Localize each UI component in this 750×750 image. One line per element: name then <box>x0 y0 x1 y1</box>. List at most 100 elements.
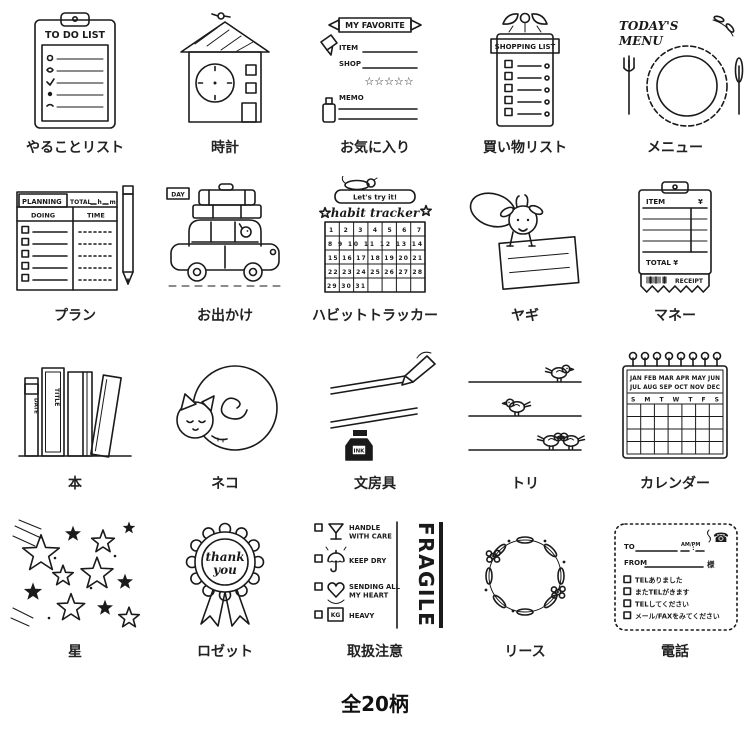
handle-text: HANDLE <box>349 524 381 532</box>
with-care-text: WITH CARE <box>349 533 392 541</box>
spine-date-text: DATE <box>33 398 39 414</box>
my-heart-text: MY HEART <box>349 592 389 600</box>
habit-week2-text: 8 9 10 11 12 13 14 <box>328 241 422 248</box>
habit-week3-text: 15 16 17 18 19 20 21 <box>328 255 422 262</box>
shopping-list-illustration: SHOPPING LIST <box>490 12 560 127</box>
star-rating-text: ☆☆☆☆☆ <box>364 75 413 88</box>
months-bottom-text: JUL AUG SEP OCT NOV DEC <box>629 385 720 391</box>
phone-memo2-text: またTELがきます <box>635 588 690 597</box>
ink-label-text: INK <box>354 449 366 455</box>
knife-icon <box>734 57 744 115</box>
favorite-illustration: MY FAVORITE ITEM SHOP ☆☆☆☆☆ MEMO <box>320 17 422 123</box>
star-icon <box>21 533 61 571</box>
keep-dry-text: KEEP DRY <box>349 557 386 565</box>
stamp-cell-cat: ネコ <box>150 342 300 510</box>
stationery-illustration: INK <box>330 351 436 461</box>
doing-text: DOING <box>31 212 55 220</box>
wreath-illustration <box>484 536 566 616</box>
stamp-cell-todo-list: TO DO LIST やることリスト <box>0 6 150 174</box>
phone-icon: ☎ <box>713 531 729 546</box>
rosette-illustration: thank you <box>185 522 265 627</box>
stamp-cell-bird: トリ <box>450 342 600 510</box>
bird-illustration <box>468 364 586 451</box>
weekdays-text: S M T W T F S <box>631 397 719 404</box>
star-icon <box>90 529 116 553</box>
stamp-grid: TO DO LIST やることリスト <box>0 6 750 678</box>
goat-icon <box>469 192 580 291</box>
todo-list-illustration: TO DO LIST <box>34 12 116 129</box>
colon-text: : <box>692 544 695 552</box>
heart-hands-icon <box>327 582 345 604</box>
from-text: FROM <box>624 559 647 567</box>
total-patterns-label: 全20柄 <box>341 692 409 716</box>
stamp-label: 電話 <box>661 644 689 660</box>
star-icon <box>56 592 86 621</box>
handling-caution-illustration: HANDLE WITH CARE KEEP DRY SENDING ALL <box>314 521 443 629</box>
you-text: you <box>212 563 237 577</box>
todo-title-text: TO DO LIST <box>45 30 106 41</box>
kg-text: KG <box>331 612 341 619</box>
star-icon <box>319 207 331 218</box>
herb-sprig-icon <box>712 15 735 37</box>
money-total-text: TOTAL ¥ <box>646 259 678 267</box>
books-icon: DATE TITLE <box>18 367 132 458</box>
phone-illustration: ☎ TO AM/PM : FROM 様 TELありました またTELがきます T… <box>614 523 738 631</box>
hour-text: h <box>98 199 102 206</box>
stamp-cell-goat: ヤギ <box>450 174 600 342</box>
stamp-label: ハビットトラッカー <box>312 308 438 324</box>
habit-week4-text: 22 23 24 25 26 27 28 <box>328 269 422 276</box>
money-yen-text: ¥ <box>698 198 703 206</box>
kg-box-icon <box>327 607 344 622</box>
bird-icon <box>536 432 567 451</box>
clock-illustration <box>180 12 270 123</box>
stamp-label: やることリスト <box>26 140 124 156</box>
money-illustration: ITEM ¥ TOTAL ¥ RECEIPT <box>638 181 712 293</box>
stamp-cell-menu: TODAY'S MENU メニュ <box>600 6 750 174</box>
planning-text: PLANNING <box>22 198 62 206</box>
phone-memo4-text: メール/FAXをみてください <box>635 612 720 621</box>
heavy-text: HEAVY <box>349 612 374 620</box>
pencil-icon <box>122 185 134 285</box>
goat-illustration <box>469 192 580 291</box>
stamp-label: カレンダー <box>640 476 710 492</box>
stamp-label: リース <box>504 644 546 660</box>
star-icon <box>117 573 133 589</box>
pen-and-ink-icon: INK <box>330 351 436 461</box>
star-icon <box>420 205 432 216</box>
phone-memo-icon: ☎ TO AM/PM : FROM 様 TELありました またTELがきます T… <box>614 523 738 631</box>
calendar-illustration: JAN FEB MAR APR MAY JUN JUL AUG SEP OCT … <box>622 351 728 459</box>
stamp-cell-favorite: MY FAVORITE ITEM SHOP ☆☆☆☆☆ MEMO お気に入り <box>300 6 450 174</box>
months-top-text: JAN FEB MAR APR MAY JUN <box>629 376 720 382</box>
dachshund-icon <box>341 176 378 191</box>
sleeping-cat-icon <box>176 365 278 451</box>
clipboard-icon: TO DO LIST <box>34 12 116 129</box>
stamp-cell-plan: PLANNING TOTAL h m DOING TIME <box>0 174 150 342</box>
wheel-icon <box>187 262 207 282</box>
habit-title-text: habit tracker <box>331 206 421 220</box>
flower-icon <box>485 549 501 563</box>
stamp-label: 買い物リスト <box>483 140 567 156</box>
stars-illustration <box>10 519 140 628</box>
stamp-label: ネコ <box>211 476 239 492</box>
dog-icon <box>240 226 252 238</box>
money-item-text: ITEM <box>646 198 665 206</box>
stamp-label: マネー <box>654 308 696 324</box>
total-text: TOTAL <box>70 199 91 206</box>
stamp-label: 星 <box>68 644 82 660</box>
thank-text: thank <box>205 550 244 564</box>
pencil-icon <box>320 34 338 51</box>
cat-illustration <box>176 365 278 451</box>
stars-icon <box>10 519 140 628</box>
stamp-cell-stationery: INK 文房具 <box>300 342 450 510</box>
star-icon <box>97 599 113 615</box>
phone-memo3-text: TELしてください <box>635 600 689 609</box>
fork-icon <box>623 55 635 115</box>
outing-illustration: DAY <box>166 183 282 287</box>
cuckoo-clock-icon <box>180 12 270 123</box>
stamp-cell-calendar: JAN FEB MAR APR MAY JUN JUL AUG SEP OCT … <box>600 342 750 510</box>
time-text: TIME <box>87 212 105 220</box>
stamp-label: ロゼット <box>197 644 253 660</box>
stamp-cell-phone: ☎ TO AM/PM : FROM 様 TELありました またTELがきます T… <box>600 510 750 678</box>
sama-text: 様 <box>707 559 715 569</box>
receipt-text: RECEIPT <box>675 278 704 285</box>
